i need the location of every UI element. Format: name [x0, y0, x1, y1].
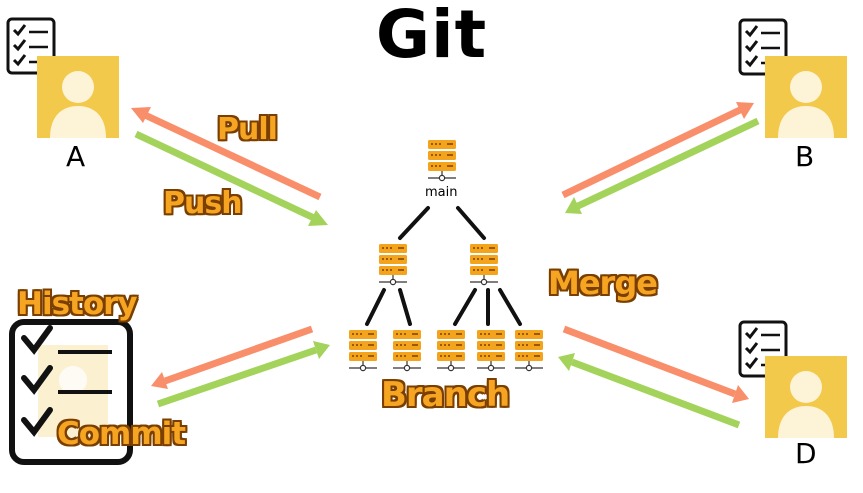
user-b-label: B	[795, 140, 815, 173]
user-a-label: A	[66, 140, 86, 173]
branch-tree-lines	[365, 206, 522, 326]
user-d-avatar	[765, 356, 847, 438]
pull-arrow-b	[565, 117, 760, 214]
main-server-icon	[427, 139, 457, 182]
branch-server-icon	[469, 243, 499, 286]
pull-arrow-d	[558, 353, 741, 429]
history-checklist-icon	[9, 319, 133, 465]
user-d-label: D	[795, 437, 817, 470]
push-label: Push	[163, 186, 243, 221]
push-arrow-c	[156, 341, 330, 408]
pull-arrow-c	[151, 325, 314, 389]
push-arrow-b	[561, 102, 754, 199]
branch-server-icon	[436, 329, 466, 372]
branch-server-icon	[378, 243, 408, 286]
main-branch-label: main	[425, 185, 458, 200]
branch-server-icon	[348, 329, 378, 372]
branch-label: Branch	[381, 375, 510, 415]
push-arrow-a	[134, 130, 328, 226]
branch-server-icon	[392, 329, 422, 372]
pull-arrow-a	[131, 107, 322, 201]
history-label: History	[17, 286, 138, 322]
merge-label: Merge	[548, 264, 658, 302]
pull-label: Pull	[217, 112, 278, 147]
page-title: Git	[375, 0, 488, 73]
commit-label: Commit	[57, 416, 186, 452]
branch-server-icon	[476, 329, 506, 372]
push-arrow-d	[562, 325, 749, 403]
branch-server-icon	[514, 329, 544, 372]
